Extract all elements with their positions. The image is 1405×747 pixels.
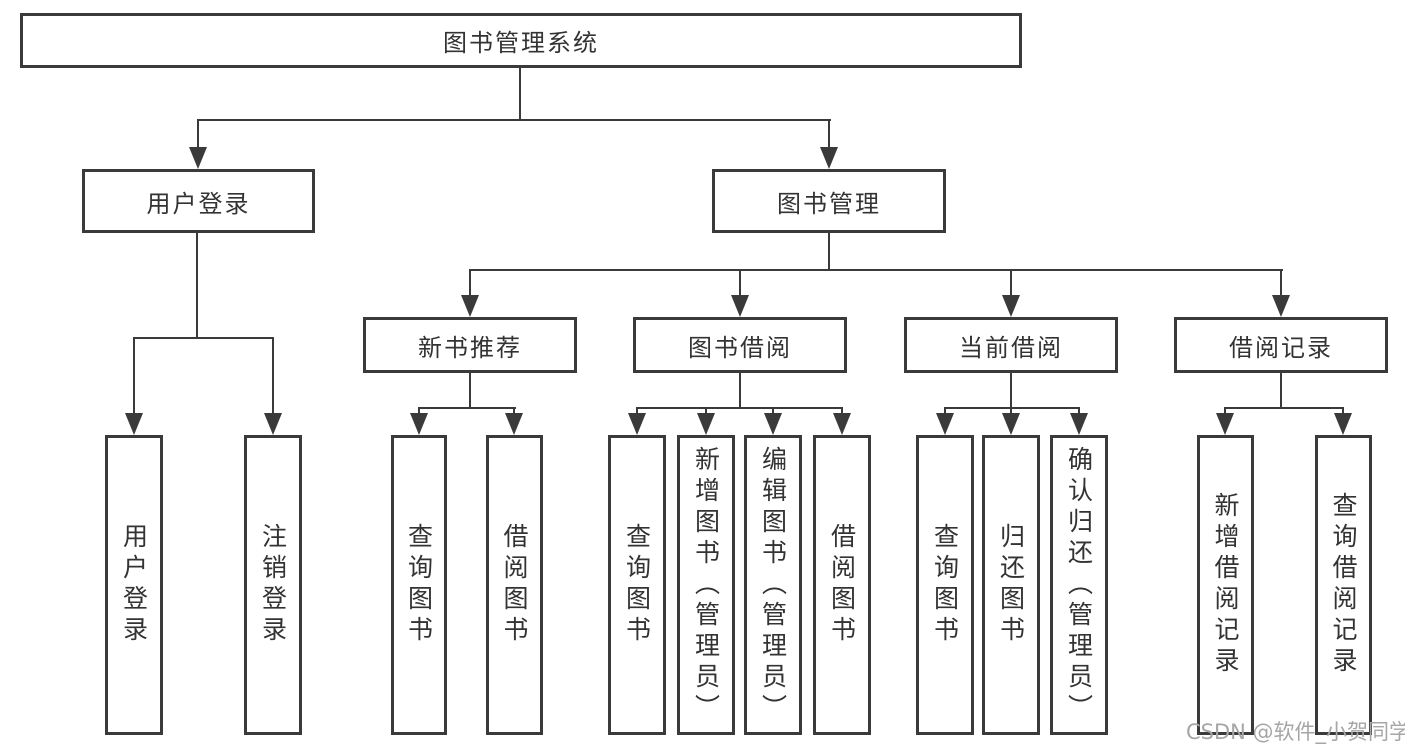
- leaf-query-book-1: 查询图书: [391, 435, 447, 735]
- leaf-query-book-3: 查询图书: [916, 435, 974, 735]
- arrow-down-icon: [697, 413, 715, 435]
- leaf-query-book-1-label: 查询图书: [404, 523, 434, 647]
- connector-stem: [1280, 373, 1282, 409]
- arrow-down-icon: [505, 413, 523, 435]
- connector-stem: [739, 373, 741, 409]
- arrow-down-icon: [1070, 413, 1088, 435]
- connector-drop-leaf: [636, 407, 638, 417]
- connector-bookmgmt-stem: [828, 233, 830, 271]
- connector-drop-leaf: [772, 407, 774, 417]
- connector-user-bar: [133, 337, 274, 339]
- watermark: CSDN @软件_小贺同学: [1186, 720, 1405, 744]
- node-new-book-rec-label: 新书推荐: [418, 333, 522, 362]
- arrow-down-icon: [189, 147, 207, 169]
- leaf-user-login-label: 用户登录: [119, 523, 149, 647]
- connector-drop-leaf: [133, 337, 135, 416]
- arrow-down-icon: [1334, 413, 1352, 435]
- arrow-down-icon: [731, 295, 749, 317]
- connector-stem: [469, 373, 471, 409]
- connector-user-stem: [196, 233, 198, 339]
- leaf-borrow-book-1: 借阅图书: [486, 435, 543, 735]
- arrow-down-icon: [833, 413, 851, 435]
- connector-bar: [944, 407, 1080, 409]
- node-current-borrow-label: 当前借阅: [959, 333, 1063, 362]
- leaf-borrow-book-2-label: 借阅图书: [827, 523, 857, 647]
- arrow-down-icon: [1216, 413, 1234, 435]
- connector-drop-l3: [739, 269, 741, 297]
- leaf-borrow-book-2: 借阅图书: [813, 435, 871, 735]
- connector-drop-leaf: [1078, 407, 1080, 417]
- connector-drop-leaf: [944, 407, 946, 417]
- arrow-down-icon: [1272, 295, 1290, 317]
- leaf-return-book-label: 归还图书: [996, 523, 1026, 647]
- leaf-borrow-book-1-label: 借阅图书: [500, 523, 529, 647]
- arrow-down-icon: [936, 413, 954, 435]
- leaf-add-borrow-record: 新增借阅记录: [1197, 435, 1254, 735]
- connector-drop-user-login: [197, 119, 199, 150]
- leaf-user-login: 用户登录: [105, 435, 163, 735]
- leaf-edit-book-admin: 编辑图书（管理员）: [744, 435, 802, 735]
- leaf-query-book-3-label: 查询图书: [930, 523, 960, 647]
- connector-drop-leaf: [418, 407, 420, 417]
- leaf-edit-book-admin-label: 编辑图书（管理员）: [758, 445, 788, 725]
- arrow-down-icon: [461, 295, 479, 317]
- leaf-return-book: 归还图书: [982, 435, 1040, 735]
- arrow-down-icon: [264, 413, 282, 435]
- arrow-down-icon: [764, 413, 782, 435]
- node-book-mgmt-label: 图书管理: [777, 189, 881, 218]
- arrow-down-icon: [1002, 413, 1020, 435]
- node-root: 图书管理系统: [20, 13, 1022, 68]
- node-borrow-records-label: 借阅记录: [1229, 333, 1333, 362]
- connector-drop-leaf: [841, 407, 843, 417]
- connector-drop-leaf: [1010, 407, 1012, 417]
- connector-bar: [636, 407, 843, 409]
- leaf-query-book-2-label: 查询图书: [622, 523, 652, 647]
- node-book-borrow-label: 图书借阅: [688, 333, 792, 362]
- connector-drop-l3: [469, 269, 471, 297]
- connector-drop-book-mgmt: [828, 119, 830, 150]
- leaf-add-book-admin-label: 新增图书（管理员）: [691, 445, 721, 725]
- leaf-logout-label: 注销登录: [258, 523, 288, 647]
- leaf-add-book-admin: 新增图书（管理员）: [677, 435, 735, 735]
- connector-drop-leaf: [272, 337, 274, 416]
- connector-drop-leaf: [705, 407, 707, 417]
- arrow-down-icon: [410, 413, 428, 435]
- leaf-query-borrow-record: 查询借阅记录: [1315, 435, 1372, 735]
- connector-drop-leaf: [1224, 407, 1226, 417]
- connector-stem: [1010, 373, 1012, 409]
- node-current-borrow: 当前借阅: [904, 317, 1118, 373]
- leaf-confirm-return-admin-label: 确认归还（管理员）: [1064, 445, 1094, 725]
- arrow-down-icon: [628, 413, 646, 435]
- node-book-borrow: 图书借阅: [633, 317, 847, 373]
- leaf-logout: 注销登录: [244, 435, 302, 735]
- leaf-confirm-return-admin: 确认归还（管理员）: [1050, 435, 1108, 735]
- connector-root-bar: [197, 119, 831, 121]
- arrow-down-icon: [820, 147, 838, 169]
- connector-drop-l3: [1280, 269, 1282, 297]
- node-borrow-records: 借阅记录: [1174, 317, 1388, 373]
- node-root-label: 图书管理系统: [443, 29, 599, 57]
- connector-drop-l3: [1010, 269, 1012, 297]
- arrow-down-icon: [125, 413, 143, 435]
- connector-drop-leaf: [513, 407, 515, 417]
- node-user-login-label: 用户登录: [146, 189, 251, 218]
- node-book-mgmt: 图书管理: [712, 169, 946, 233]
- connector-bar: [418, 407, 516, 409]
- leaf-query-book-2: 查询图书: [608, 435, 666, 735]
- leaf-query-borrow-record-label: 查询借阅记录: [1329, 492, 1358, 678]
- node-user-login: 用户登录: [82, 169, 315, 233]
- connector-bar: [1224, 407, 1344, 409]
- connector-bookmgmt-bar: [469, 269, 1283, 271]
- arrow-down-icon: [1002, 295, 1020, 317]
- node-new-book-rec: 新书推荐: [363, 317, 577, 373]
- connector-drop-leaf: [1342, 407, 1344, 417]
- connector-root-stem: [519, 68, 521, 121]
- leaf-add-borrow-record-label: 新增借阅记录: [1211, 492, 1240, 678]
